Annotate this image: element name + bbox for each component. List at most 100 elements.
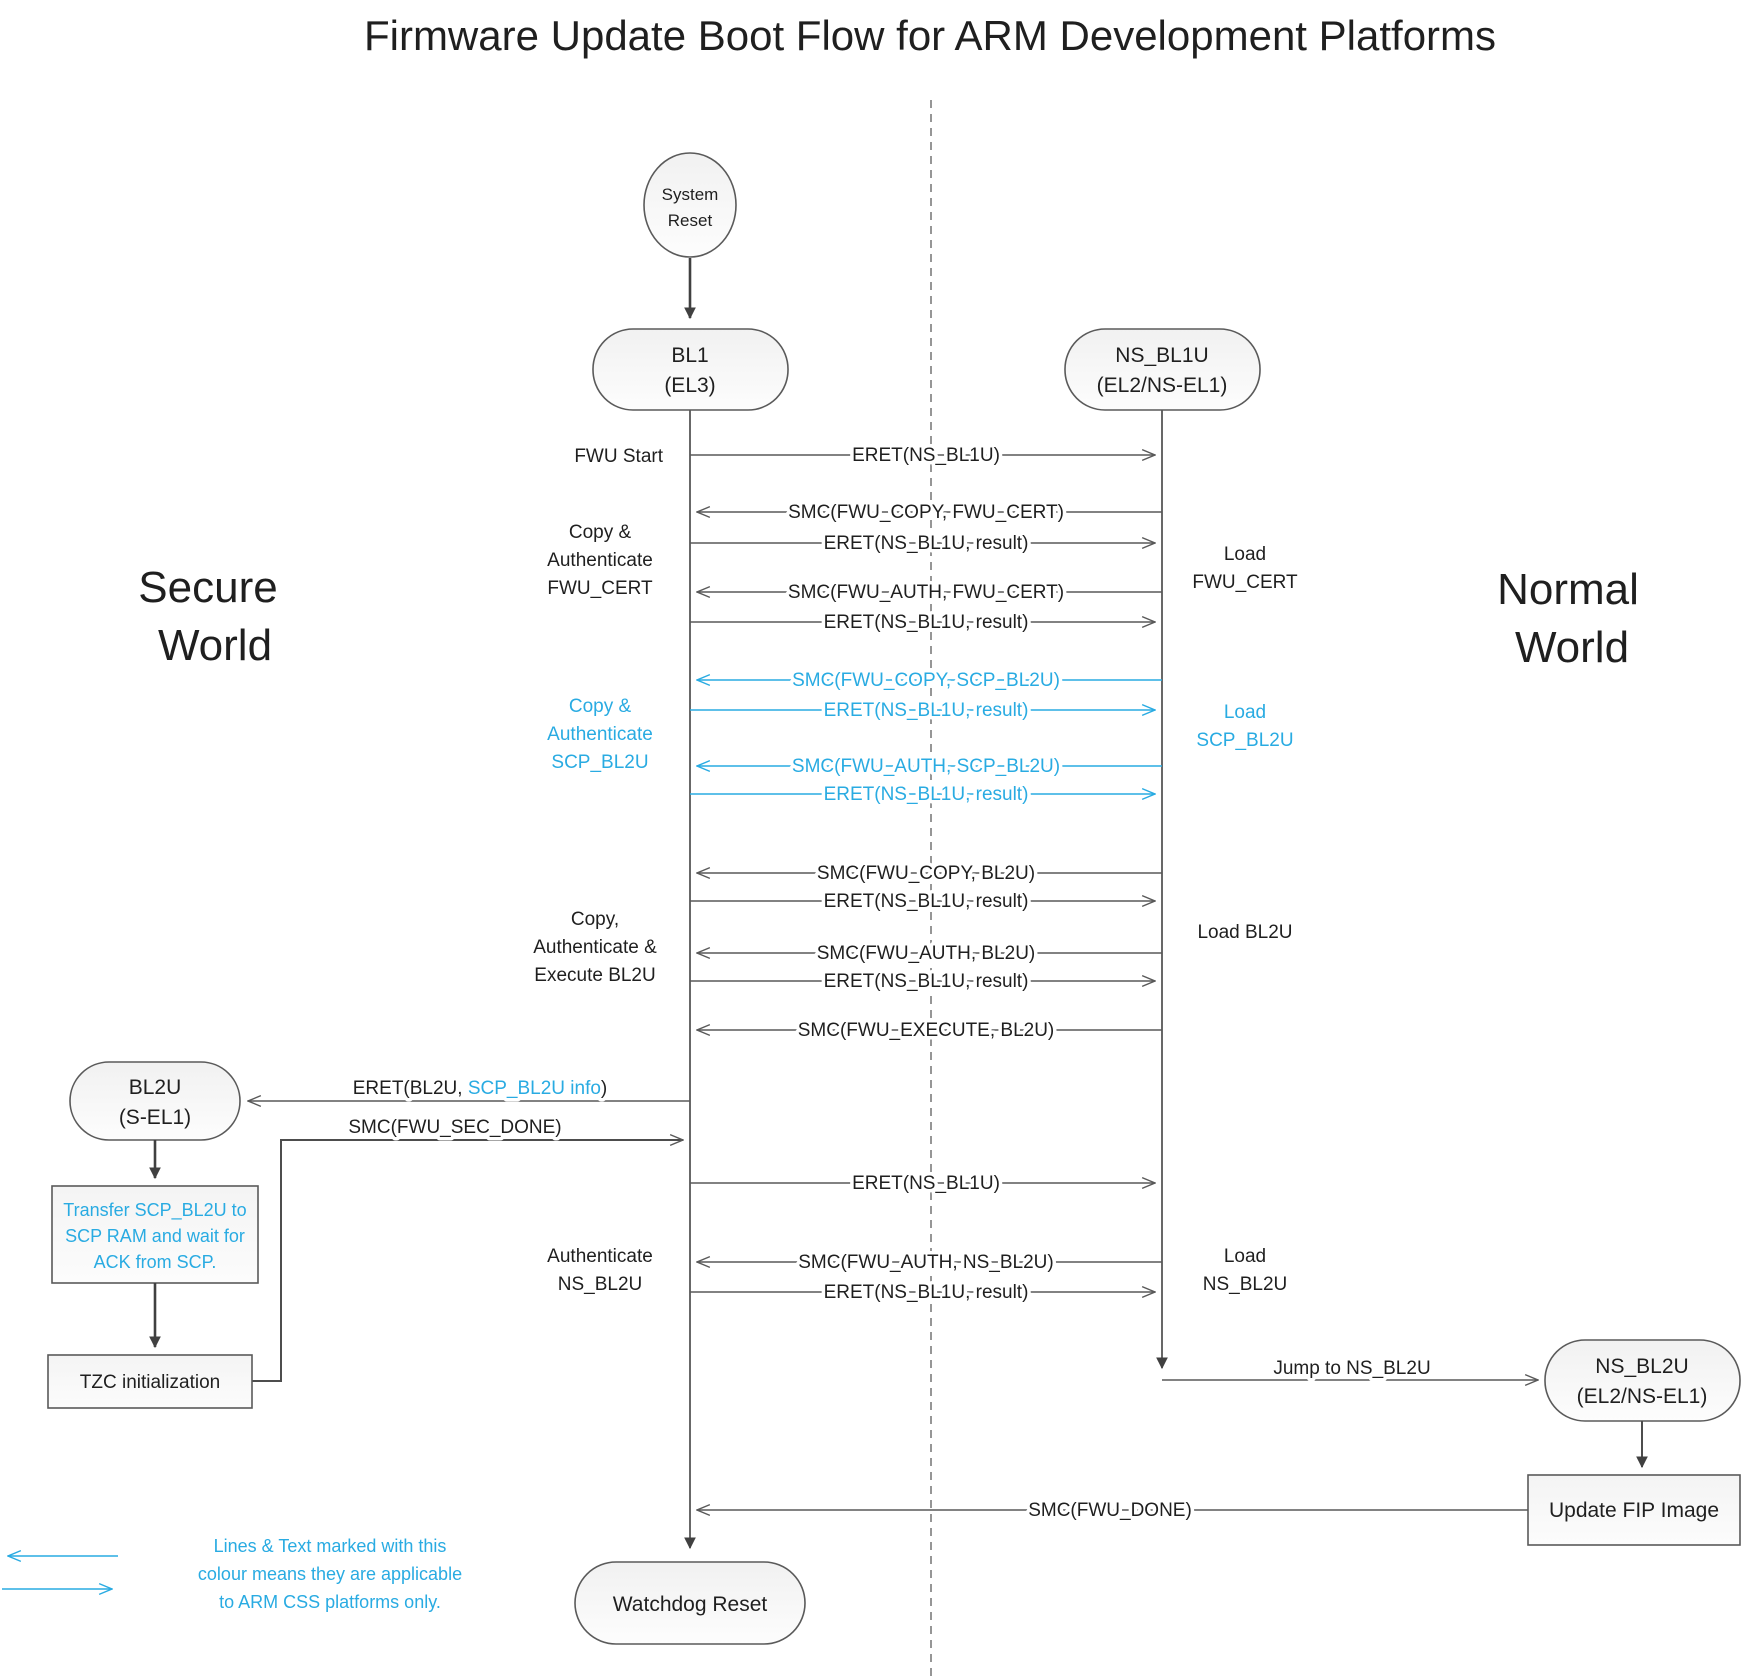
system-reset-line1: System bbox=[662, 185, 719, 204]
update-fip-box bbox=[1527, 1474, 1741, 1546]
eret-result-1-label: ERET(NS_BL1U, result) bbox=[824, 533, 1029, 554]
message-eret-result-2: ERET(NS_BL1U, result) bbox=[690, 609, 1155, 637]
message-eret-result-4-cyan: ERET(NS_BL1U, result) bbox=[690, 781, 1155, 809]
load-scp-line2: SCP_BL2U bbox=[1196, 730, 1293, 751]
message-eret-result-3-cyan: ERET(NS_BL1U, result) bbox=[690, 697, 1155, 725]
update-fip-label: Update FIP Image bbox=[1549, 1499, 1719, 1522]
transfer-scp-line1: Transfer SCP_BL2U to bbox=[63, 1200, 246, 1221]
eret-result-4-label: ERET(NS_BL1U, result) bbox=[824, 784, 1029, 805]
smc-fwu-auth-bl2u-label: SMC(FWU_AUTH, BL2U) bbox=[817, 943, 1036, 964]
smc-fwu-sec-done-label: SMC(FWU_SEC_DONE) bbox=[348, 1117, 561, 1138]
watchdog-reset-node bbox=[574, 1561, 806, 1645]
message-eret-ns-bl1u-2: ERET(NS_BL1U) bbox=[690, 1170, 1155, 1198]
message-smc-fwu-copy-bl2u: SMC(FWU_COPY, BL2U) bbox=[697, 860, 1162, 888]
load-scp-bl2u-label: Load SCP_BL2U bbox=[1196, 702, 1293, 751]
transfer-scp-line3: ACK from SCP. bbox=[94, 1252, 217, 1272]
eret-bl2u-label-accent: SCP_BL2U info bbox=[468, 1078, 601, 1099]
legend: Lines & Text marked with this colour mea… bbox=[2, 1536, 462, 1612]
fwu-start-label: FWU Start bbox=[574, 446, 663, 467]
copy-auth-bl2u-line2: Authenticate & bbox=[533, 937, 657, 958]
smc-fwu-auth-scp-label: SMC(FWU_AUTH, SCP_BL2U) bbox=[792, 756, 1060, 777]
message-smc-fwu-done: SMC(FWU_DONE) bbox=[697, 1497, 1528, 1525]
smc-fwu-execute-label: SMC(FWU_EXECUTE, BL2U) bbox=[798, 1020, 1055, 1041]
auth-ns-bl2u-line2: NS_BL2U bbox=[558, 1274, 643, 1295]
eret-ns-bl1u-label: ERET(NS_BL1U) bbox=[852, 445, 1000, 466]
copy-auth-scp-line3: SCP_BL2U bbox=[551, 752, 648, 773]
tzc-box bbox=[47, 1354, 253, 1409]
ns-bl2u-node bbox=[1544, 1339, 1741, 1422]
bl2u-node-line2: (S-EL1) bbox=[119, 1106, 191, 1129]
smc-fwu-copy-cert-label: SMC(FWU_COPY, FWU_CERT) bbox=[788, 502, 1064, 523]
normal-world-line2: World bbox=[1515, 623, 1629, 672]
bl1-node-line2: (EL3) bbox=[664, 374, 715, 397]
normal-world-heading: Normal World bbox=[1497, 565, 1639, 672]
load-fwu-cert-line2: FWU_CERT bbox=[1192, 572, 1298, 593]
secure-world-line2: World bbox=[158, 621, 272, 670]
system-reset-node bbox=[643, 152, 737, 258]
copy-auth-bl2u-line3: Execute BL2U bbox=[534, 965, 655, 986]
message-eret-result-7: ERET(NS_BL1U, result) bbox=[690, 1279, 1155, 1307]
smc-fwu-copy-scp-label: SMC(FWU_COPY, SCP_BL2U) bbox=[792, 670, 1060, 691]
secure-world-line1: Secure bbox=[138, 563, 277, 612]
copy-authenticate-fwu-cert-label: Copy & Authenticate FWU_CERT bbox=[547, 522, 653, 599]
bl1-node bbox=[592, 328, 789, 411]
eret-result-2-label: ERET(NS_BL1U, result) bbox=[824, 612, 1029, 633]
eret-bl2u-label-pre: ERET(BL2U, bbox=[353, 1078, 468, 1099]
smc-fwu-copy-bl2u-label: SMC(FWU_COPY, BL2U) bbox=[817, 863, 1035, 884]
eret-ns-bl1u-2-label: ERET(NS_BL1U) bbox=[852, 1173, 1000, 1194]
legend-line3: to ARM CSS platforms only. bbox=[219, 1592, 441, 1612]
legend-line1: Lines & Text marked with this bbox=[214, 1536, 447, 1556]
load-fwu-cert-label: Load FWU_CERT bbox=[1192, 544, 1298, 593]
transfer-scp-box bbox=[51, 1185, 259, 1284]
message-eret-result-1: ERET(NS_BL1U, result) bbox=[690, 530, 1155, 558]
legend-line2: colour means they are applicable bbox=[198, 1564, 462, 1584]
normal-world-line1: Normal bbox=[1497, 565, 1639, 614]
message-eret-bl2u-scp-info: ERET(BL2U, SCP_BL2U info) bbox=[248, 1075, 690, 1101]
copy-auth-cert-line2: Authenticate bbox=[547, 550, 653, 571]
auth-ns-bl2u-line1: Authenticate bbox=[547, 1246, 653, 1267]
eret-result-3-label: ERET(NS_BL1U, result) bbox=[824, 700, 1029, 721]
message-smc-fwu-copy-fwu-cert: SMC(FWU_COPY, FWU_CERT) bbox=[697, 499, 1162, 527]
ns-bl1u-node-line1: NS_BL1U bbox=[1115, 344, 1208, 367]
jump-to-ns-bl2u-label: Jump to NS_BL2U bbox=[1273, 1358, 1430, 1379]
ns-bl2u-node-line2: (EL2/NS-EL1) bbox=[1577, 1385, 1708, 1408]
bl1-node-line1: BL1 bbox=[671, 344, 708, 367]
eret-result-7-label: ERET(NS_BL1U, result) bbox=[824, 1282, 1029, 1303]
copy-auth-scp-line2: Authenticate bbox=[547, 724, 653, 745]
smc-fwu-auth-ns-label: SMC(FWU_AUTH, NS_BL2U) bbox=[798, 1252, 1053, 1273]
eret-bl2u-label: ERET(BL2U, SCP_BL2U info) bbox=[353, 1078, 608, 1099]
watchdog-reset-label: Watchdog Reset bbox=[613, 1593, 768, 1616]
smc-fwu-auth-cert-label: SMC(FWU_AUTH, FWU_CERT) bbox=[788, 582, 1064, 603]
bl2u-node-line1: BL2U bbox=[129, 1076, 182, 1099]
eret-result-6-label: ERET(NS_BL1U, result) bbox=[824, 971, 1029, 992]
ns-bl1u-node-line2: (EL2/NS-EL1) bbox=[1097, 374, 1228, 397]
transfer-scp-line2: SCP RAM and wait for bbox=[65, 1226, 245, 1246]
message-smc-fwu-auth-scp-bl2u: SMC(FWU_AUTH, SCP_BL2U) bbox=[697, 753, 1162, 781]
message-eret-result-6: ERET(NS_BL1U, result) bbox=[690, 968, 1155, 996]
message-smc-fwu-copy-scp-bl2u: SMC(FWU_COPY, SCP_BL2U) bbox=[697, 667, 1162, 695]
message-smc-fwu-execute-bl2u: SMC(FWU_EXECUTE, BL2U) bbox=[697, 1017, 1162, 1045]
authenticate-ns-bl2u-label: Authenticate NS_BL2U bbox=[547, 1246, 653, 1295]
message-jump-to-ns-bl2u: Jump to NS_BL2U bbox=[1162, 1355, 1538, 1380]
copy-auth-bl2u-line1: Copy, bbox=[571, 909, 619, 930]
copy-auth-cert-line1: Copy & bbox=[569, 522, 632, 543]
ns-bl1u-node bbox=[1064, 328, 1261, 411]
copy-auth-cert-line3: FWU_CERT bbox=[547, 578, 653, 599]
system-reset-line2: Reset bbox=[668, 211, 713, 230]
eret-result-5-label: ERET(NS_BL1U, result) bbox=[824, 891, 1029, 912]
smc-fwu-done-label: SMC(FWU_DONE) bbox=[1028, 1500, 1192, 1521]
load-fwu-cert-line1: Load bbox=[1224, 544, 1266, 565]
copy-auth-scp-line1: Copy & bbox=[569, 696, 632, 717]
ns-bl2u-node-line1: NS_BL2U bbox=[1595, 1355, 1688, 1378]
copy-authenticate-execute-bl2u-label: Copy, Authenticate & Execute BL2U bbox=[533, 909, 657, 986]
message-smc-fwu-auth-bl2u: SMC(FWU_AUTH, BL2U) bbox=[697, 940, 1162, 968]
load-ns-bl2u-line1: Load bbox=[1224, 1246, 1266, 1267]
transfer-scp-text: Transfer SCP_BL2U to SCP RAM and wait fo… bbox=[63, 1200, 246, 1272]
message-smc-fwu-auth-fwu-cert: SMC(FWU_AUTH, FWU_CERT) bbox=[697, 579, 1162, 607]
message-eret-result-5: ERET(NS_BL1U, result) bbox=[690, 888, 1155, 916]
page-title: Firmware Update Boot Flow for ARM Develo… bbox=[364, 12, 1496, 59]
load-scp-line1: Load bbox=[1224, 702, 1266, 723]
copy-authenticate-scp-bl2u-label: Copy & Authenticate SCP_BL2U bbox=[547, 696, 653, 773]
